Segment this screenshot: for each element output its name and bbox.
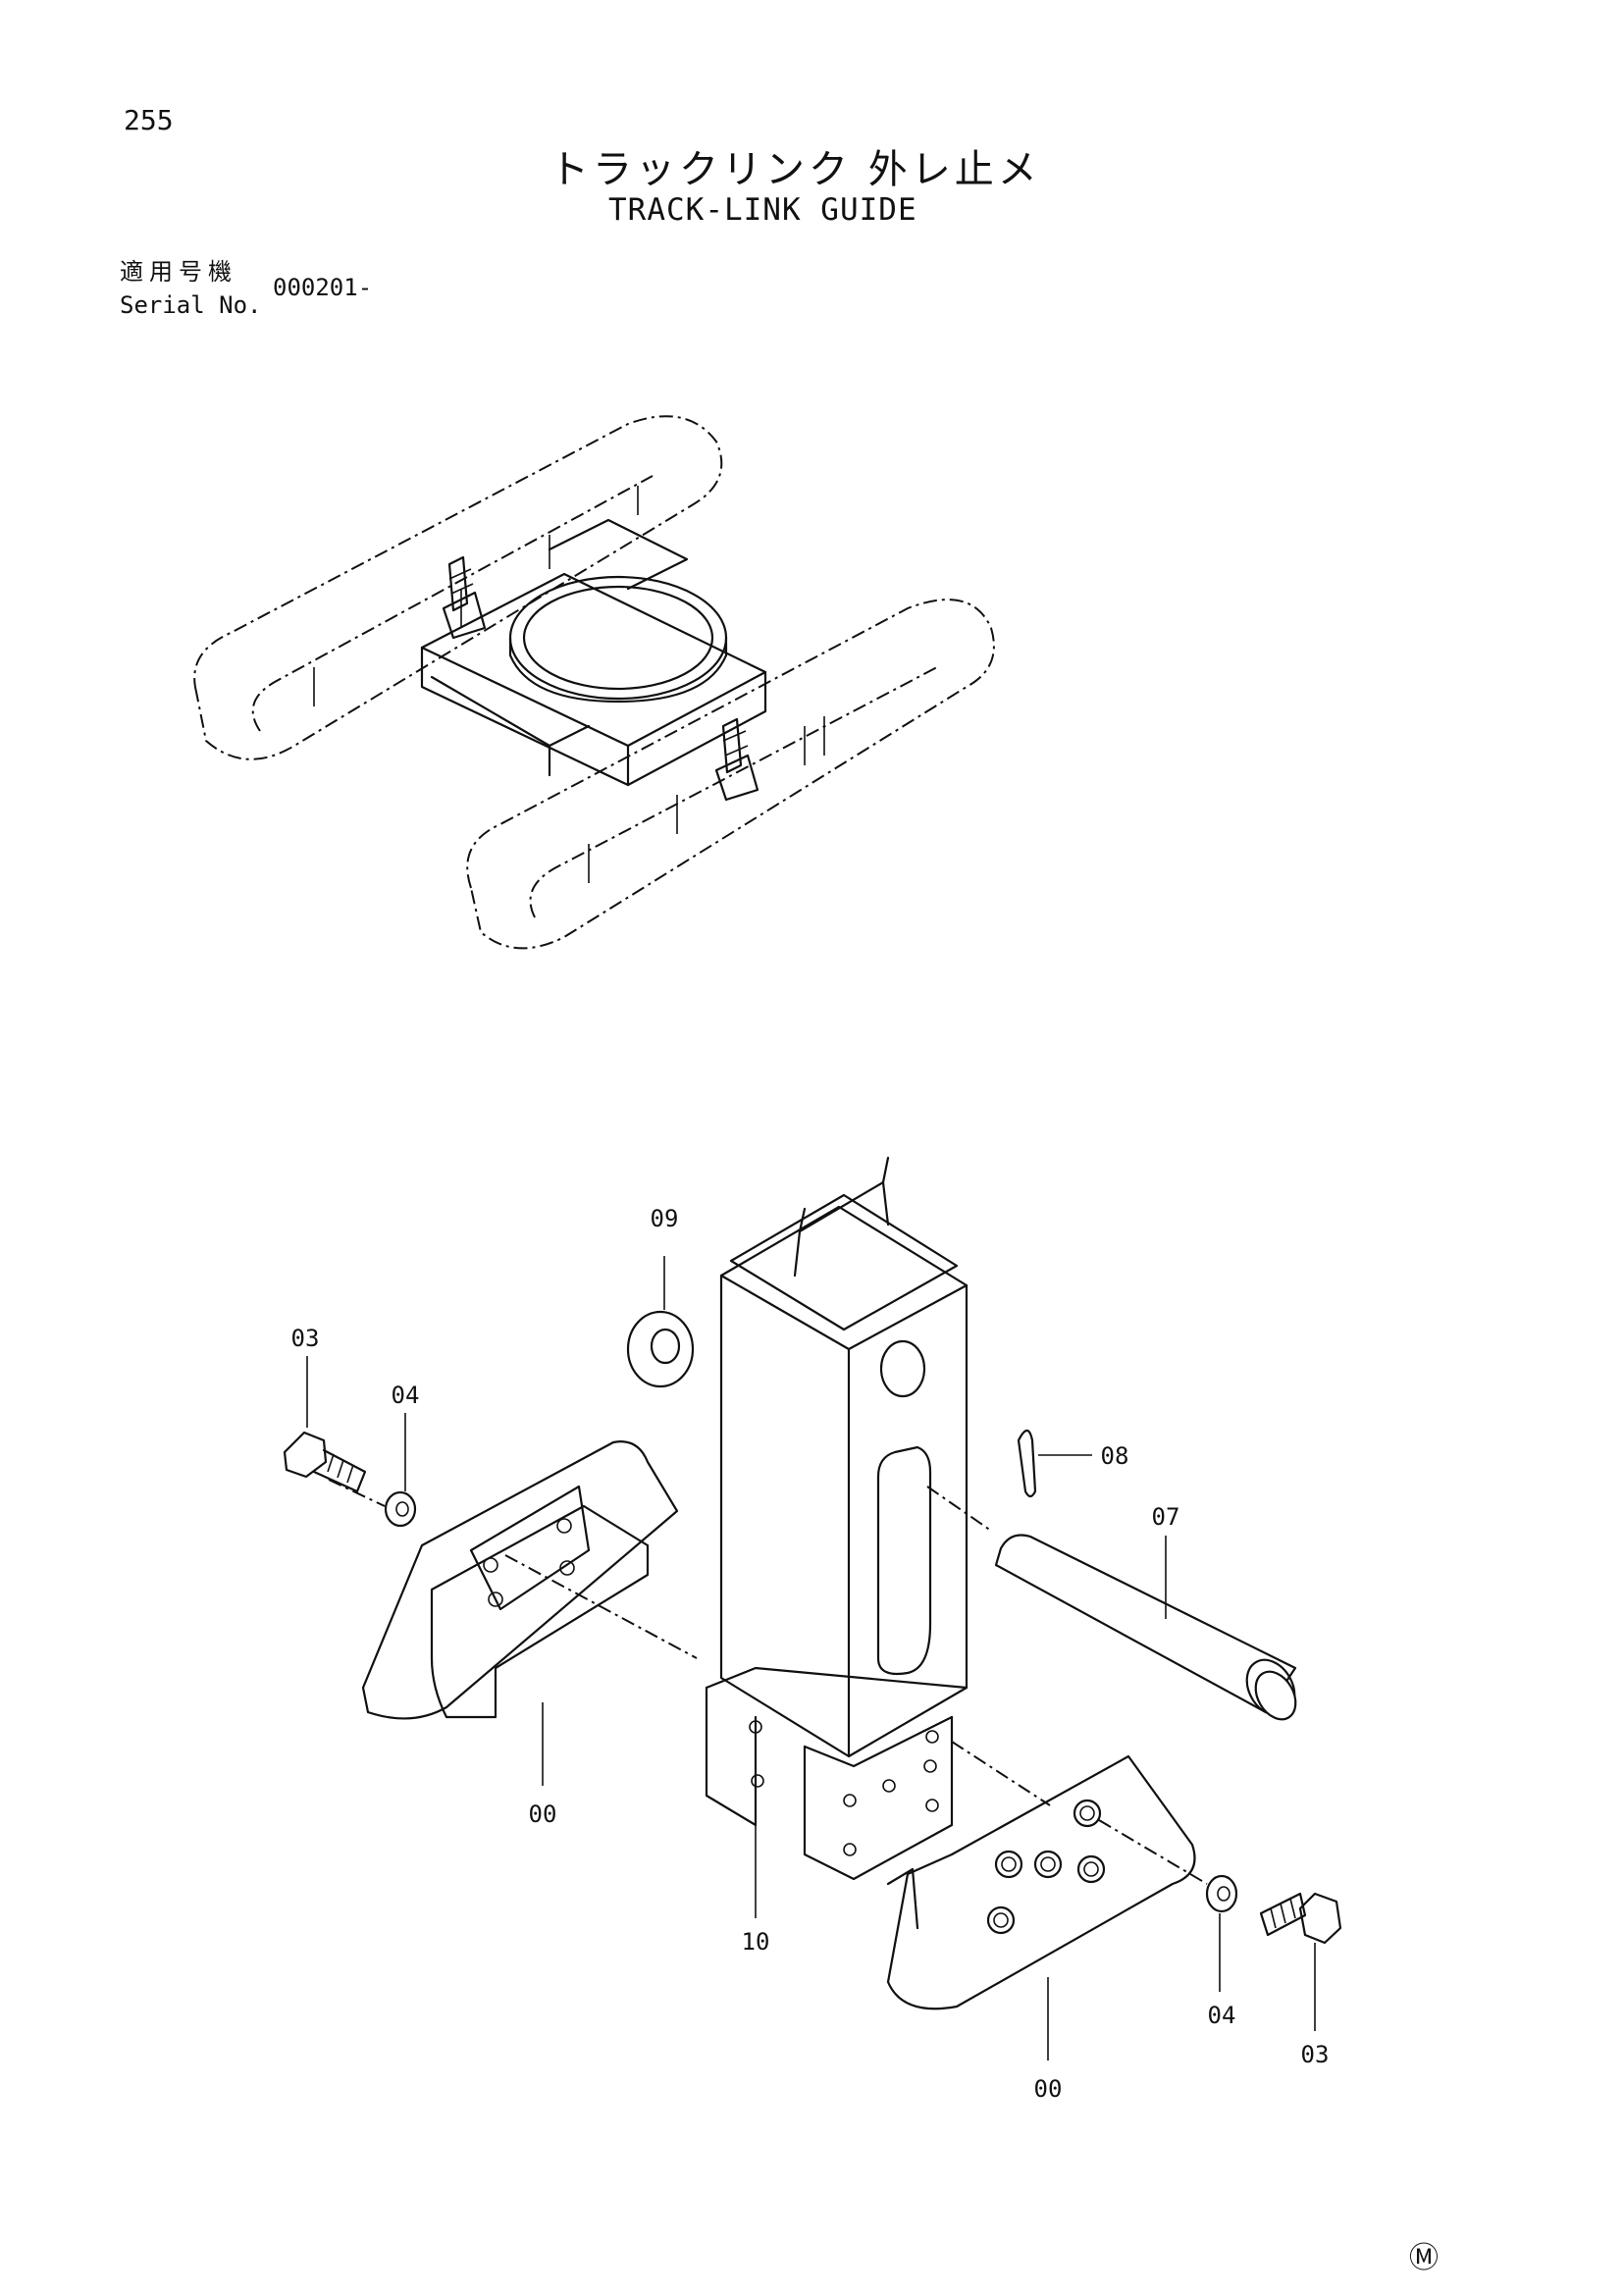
- page-number: 255: [124, 104, 174, 136]
- callout-07: 07: [1151, 1503, 1180, 1531]
- callout-04-left: 04: [391, 1382, 420, 1409]
- serial-label-english: Serial No.: [120, 291, 262, 319]
- page-title-english: TRACK-LINK GUIDE: [608, 192, 917, 228]
- page-title-japanese: トラックリンク 外レ止メ: [550, 147, 1041, 192]
- exploded-parts-view: [283, 1156, 1342, 2061]
- callout-00-right: 00: [1033, 2075, 1063, 2103]
- callout-08: 08: [1100, 1442, 1129, 1470]
- serial-number-value: 000201-: [273, 274, 373, 301]
- serial-label-japanese: 適用号機: [120, 258, 237, 286]
- manual-mark-icon: Ⓜ: [1409, 2241, 1439, 2275]
- undercarriage-overview: [193, 415, 995, 950]
- callout-03-left: 03: [290, 1325, 320, 1352]
- callout-04-right: 04: [1207, 2002, 1236, 2029]
- callout-09: 09: [650, 1205, 679, 1232]
- callout-10: 10: [741, 1928, 770, 1956]
- callout-00-left: 00: [528, 1800, 557, 1828]
- callout-03-right: 03: [1300, 2041, 1330, 2068]
